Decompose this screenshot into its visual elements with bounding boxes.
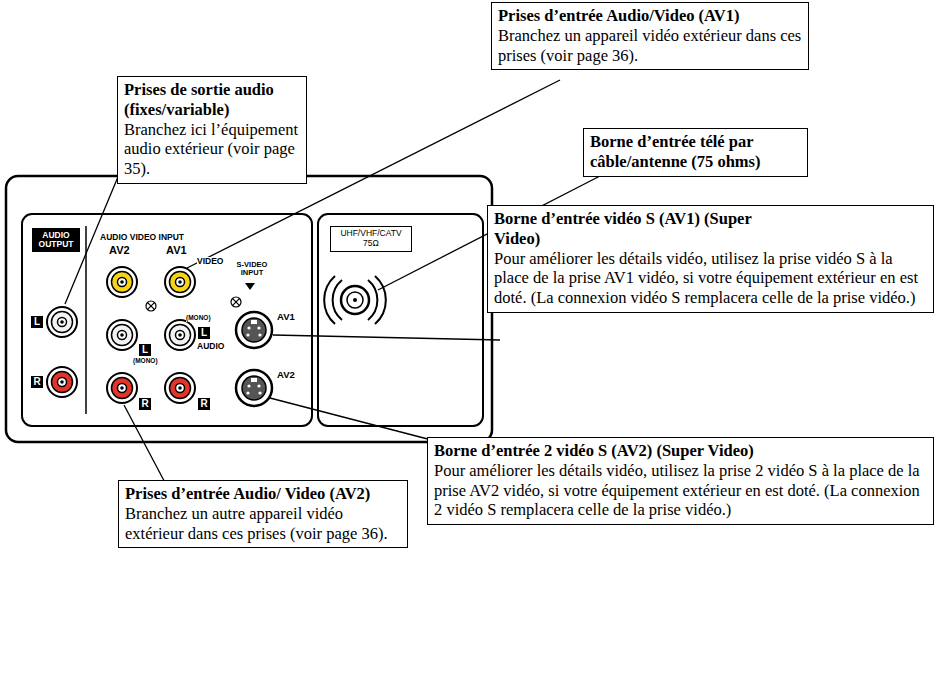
rca-jack — [165, 267, 195, 297]
callout-heading: Prises d’entrée Audio/ Video (AV2) — [125, 484, 401, 504]
callout-body: Pour améliorer les détails vidéo, utilis… — [434, 461, 927, 520]
channel-mark: R — [139, 398, 151, 410]
panel-label: AV1 — [166, 245, 187, 256]
callout-box: Borne d’entrée télé par câble/antenne (7… — [583, 128, 808, 177]
callout-heading: Prises d’entrée Audio/Video (AV1) — [498, 6, 802, 26]
channel-mark: L — [198, 327, 210, 339]
channel-mark: L — [139, 344, 151, 356]
jack-panel — [22, 214, 312, 426]
callout-heading: Borne d’entrée télé par câble/antenne (7… — [590, 132, 801, 172]
panel-label: AV1 — [277, 312, 295, 322]
panel-tag: AUDIO OUTPUT — [32, 228, 80, 252]
rca-jack — [47, 367, 77, 397]
rca-jack — [165, 320, 195, 350]
panel-label: AUDIO — [197, 342, 224, 351]
callout-box: Borne d’entrée vidéo S (AV1) (Super Vide… — [487, 205, 934, 313]
panel-label: (MONO) — [133, 358, 158, 365]
panel-housing — [6, 176, 492, 442]
panel-label: (MONO) — [186, 315, 211, 322]
panel-label: AV2 — [277, 370, 295, 380]
antenna-panel — [318, 214, 483, 426]
panel-label: S-VIDEO INPUT — [230, 261, 274, 278]
s-video-jack — [236, 370, 272, 406]
callout-heading: Borne d’entrée vidéo S (AV1) (Super Vide… — [494, 209, 764, 249]
callout-box: Prises de sortie audio (fixes/variable)B… — [117, 76, 307, 184]
coax-terminal — [324, 276, 386, 324]
panel-label: AV2 — [109, 245, 130, 256]
callout-box: Prises d’entrée Audio/Video (AV1)Branche… — [491, 2, 809, 70]
panel-tag: UHF/VHF/CATV 75Ω — [330, 226, 412, 252]
callout-body: Pour améliorer les détails vidéo, utilis… — [494, 249, 927, 308]
channel-mark: R — [31, 376, 43, 388]
rca-jack — [47, 307, 77, 337]
callout-heading: AUDIO OUTPUT — [34, 231, 78, 249]
rca-jack — [107, 267, 137, 297]
callout-heading: Borne d’entrée 2 vidéo S (AV2) (Super Vi… — [434, 441, 927, 461]
rca-jack — [107, 373, 137, 403]
s-video-jack — [236, 312, 272, 348]
panel-label: VIDEO — [197, 257, 223, 266]
callout-heading: Prises de sortie audio (fixes/variable) — [124, 80, 300, 120]
terminal-mark — [146, 301, 156, 311]
callout-box: Borne d’entrée 2 vidéo S (AV2) (Super Vi… — [427, 437, 934, 525]
callout-box: Prises d’entrée Audio/ Video (AV2)Branch… — [118, 480, 408, 548]
rca-jack — [107, 320, 137, 350]
leader-line — [273, 335, 500, 340]
callout-body: Branchez ici l’équipement audio extérieu… — [124, 120, 300, 179]
rca-jack — [165, 373, 195, 403]
callout-heading: UHF/VHF/CATV 75Ω — [334, 229, 408, 249]
callout-body: Branchez un appareil vidéo extérieur dan… — [498, 26, 802, 66]
panel-label: AUDIO VIDEO INPUT — [100, 233, 184, 242]
terminal-mark — [231, 297, 241, 307]
channel-mark: L — [31, 316, 43, 328]
leader-line — [124, 405, 170, 492]
arrow-mark — [245, 283, 255, 290]
channel-mark: R — [198, 398, 210, 410]
callout-body: Branchez un autre appareil vidéo extérie… — [125, 504, 401, 544]
